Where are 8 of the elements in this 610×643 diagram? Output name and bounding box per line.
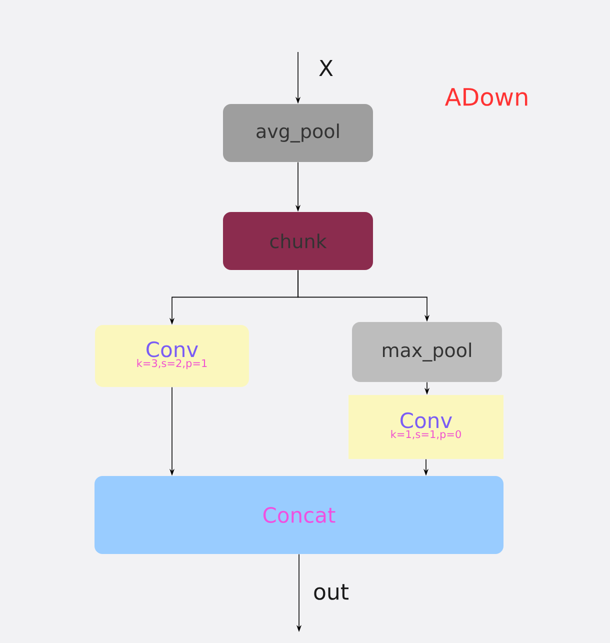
operation-box: chunk <box>223 212 373 270</box>
operation-box: avg_pool <box>223 104 373 162</box>
operation-box: max_pool <box>352 322 502 382</box>
title: ADown <box>444 88 528 106</box>
edge-label: out <box>312 583 350 601</box>
concat-box: Concat <box>94 476 504 554</box>
conv-box: Conv k=1,s=1,p=0 <box>348 395 504 459</box>
conv-box: Conv k=3,s=2,p=1 <box>95 325 249 387</box>
